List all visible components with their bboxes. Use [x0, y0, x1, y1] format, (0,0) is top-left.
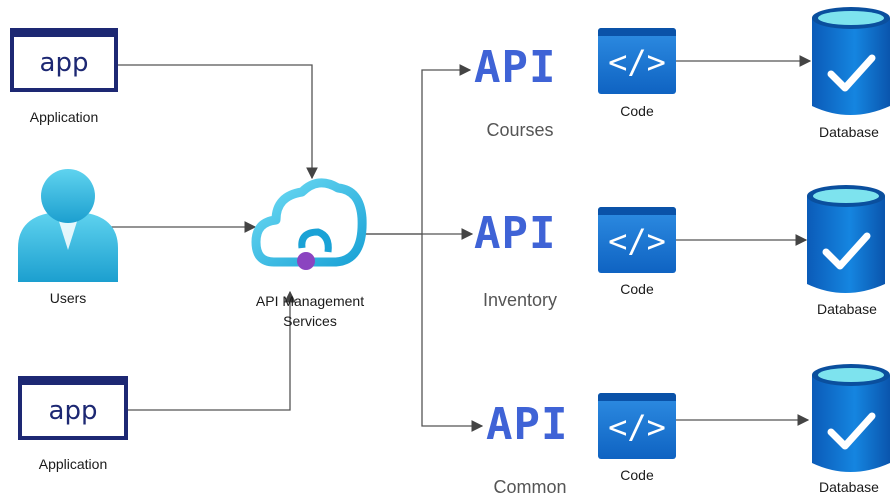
app-icon-text: app [22, 385, 124, 436]
database-label: Database [817, 301, 877, 317]
database-icon [812, 364, 890, 472]
app-icon-text: app [14, 37, 114, 88]
gateway-label-line1: API Management [255, 293, 365, 309]
code-glyph: </> [608, 222, 666, 260]
code-icon: </> [598, 28, 676, 94]
users-label: Users [49, 290, 87, 306]
checkmark-icon [827, 412, 876, 450]
database-icon [807, 185, 885, 293]
cloud-gateway-icon [251, 178, 367, 270]
user-icon [18, 169, 118, 282]
connector-app-top-to-gateway [118, 64, 318, 180]
code-icon: </> [598, 393, 676, 459]
api-name-courses: Courses [486, 120, 554, 140]
code-glyph: </> [608, 43, 666, 81]
database-icon [812, 7, 890, 115]
database-label: Database [819, 124, 879, 140]
checkmark-icon [827, 54, 876, 92]
code-label: Code [620, 467, 654, 483]
code-glyph: </> [608, 408, 666, 446]
code-icon: </> [598, 207, 676, 273]
connector-gateway-to-apis [364, 64, 484, 432]
gateway-label-line2: Services [283, 313, 337, 329]
code-label: Code [620, 281, 654, 297]
app-window-icon: app [10, 28, 118, 92]
application-label-bottom: Application [38, 456, 108, 472]
api-text-icon: API [474, 42, 557, 93]
connector-app-bottom-to-gateway [128, 290, 296, 411]
connector-code-to-database [676, 55, 812, 426]
api-text-icon: API [474, 208, 557, 259]
checkmark-icon [822, 232, 871, 270]
app-window-icon: app [18, 376, 128, 440]
api-name-inventory: Inventory [482, 290, 558, 310]
api-text-icon: API [486, 399, 569, 450]
application-label-top: Application [29, 109, 99, 125]
api-name-common: Common [493, 477, 567, 497]
database-label: Database [819, 479, 879, 495]
code-label: Code [620, 103, 654, 119]
